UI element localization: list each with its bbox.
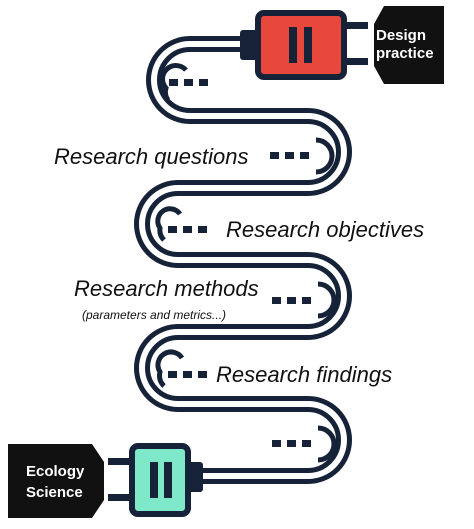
top-plug: [240, 10, 368, 80]
label-research-objectives: Research objectives: [226, 217, 424, 242]
inner-wire-1: [160, 63, 208, 102]
bottom-socket-label-line2: Science: [26, 484, 83, 501]
bottom-plug: [108, 443, 203, 517]
bottom-plug-body: [129, 443, 191, 517]
inner-wire-5: [155, 349, 207, 388]
bottom-socket: Ecology Science: [8, 444, 104, 518]
top-socket-label-line1: Design: [376, 27, 426, 44]
cable-inner: [139, 41, 347, 479]
cable: [134, 36, 352, 484]
top-socket-shape: [374, 6, 444, 84]
bottom-socket-shape: [8, 444, 104, 518]
top-socket: Design practice: [374, 6, 444, 84]
label-research-findings: Research findings: [216, 362, 392, 387]
top-plug-prong-lower: [344, 58, 368, 65]
bottom-plug-prong-upper: [108, 458, 132, 465]
bottom-plug-slot-right: [164, 462, 172, 498]
bottom-plug-slot-left: [150, 462, 158, 498]
label-research-methods: Research methods: [74, 276, 259, 301]
label-research-methods-sub: (parameters and metrics...): [82, 308, 226, 322]
inner-wire-6: [272, 425, 337, 463]
top-plug-body: [255, 10, 347, 80]
bottom-plug-prong-lower: [108, 494, 132, 501]
top-plug-prong-upper: [344, 22, 368, 29]
label-research-questions: Research questions: [54, 144, 248, 169]
bottom-socket-label-line1: Ecology: [26, 463, 85, 480]
top-plug-slot-left: [289, 27, 297, 63]
inner-wire-2: [270, 137, 335, 175]
inner-wire-3: [155, 206, 207, 242]
inner-wire-4: [272, 281, 337, 319]
top-socket-label-line2: practice: [376, 45, 434, 62]
top-plug-slot-right: [304, 27, 312, 63]
